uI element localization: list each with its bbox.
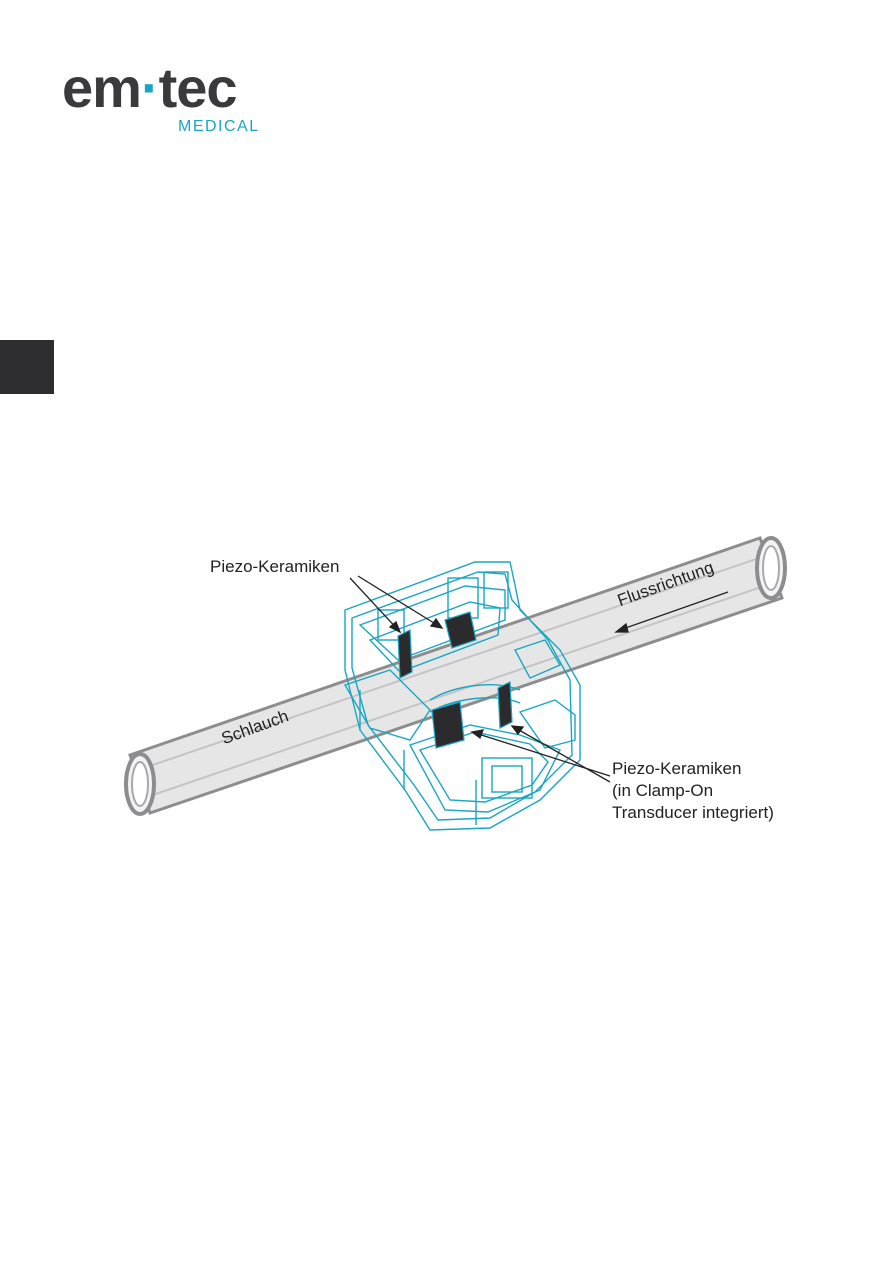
tube-drawing: [124, 536, 787, 816]
logo-subtitle: MEDICAL: [178, 118, 260, 135]
callout-arrows: [349, 575, 729, 783]
logo-dot: ·: [140, 56, 160, 119]
chapter-tab-marker: [0, 340, 54, 394]
piezo-ceramics-label-bottom: Piezo-Keramiken (in Clamp-On Transducer …: [612, 758, 774, 824]
clamp-on-transducer-illustration: [0, 500, 893, 860]
logo-part-em: em: [62, 56, 142, 119]
emtec-medical-logo: em·tec MEDICAL: [62, 58, 272, 138]
label-bottom-line-3: Transducer integriert): [612, 803, 774, 822]
logo-part-tec: tec: [158, 56, 238, 119]
label-bottom-line-1: Piezo-Keramiken: [612, 759, 742, 778]
piezo-ceramics: [397, 611, 513, 749]
logo-wordmark: em·tec: [62, 56, 238, 119]
piezo-ceramics-label-top: Piezo-Keramiken: [210, 557, 340, 576]
transducer-drawing: [124, 536, 787, 831]
label-bottom-line-2: (in Clamp-On: [612, 781, 714, 800]
